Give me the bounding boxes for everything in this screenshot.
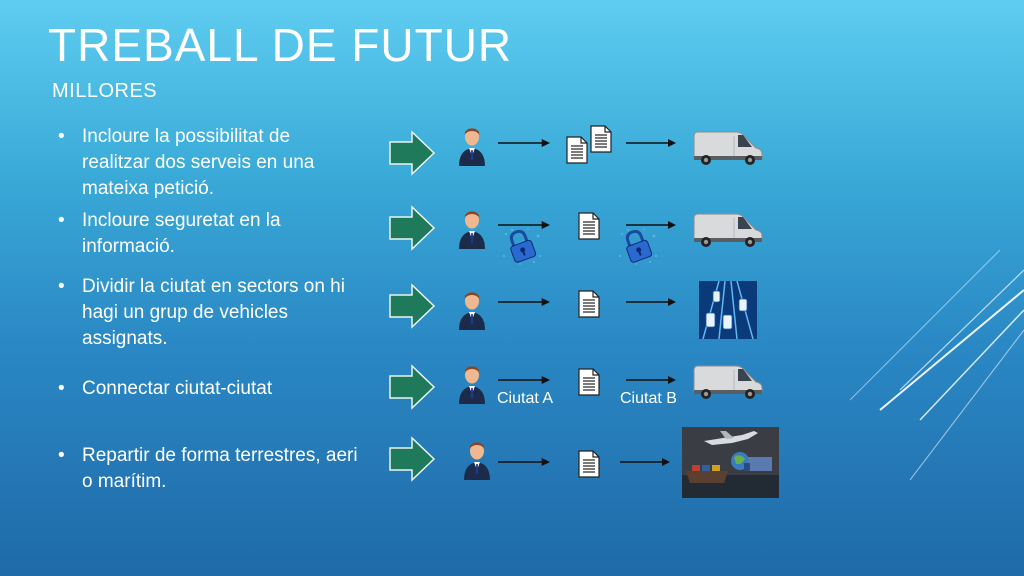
van-icon (692, 364, 764, 400)
bullet-item: • Incloure seguretat en la informació. (58, 208, 338, 260)
document-icon (566, 136, 588, 164)
bullet-marker: • (58, 126, 65, 147)
transport-modes-icon (682, 427, 779, 498)
van-icon (692, 130, 764, 166)
van-icon (692, 212, 764, 248)
bullet-item: • Incloure la possibilitat de realitzar … (58, 124, 358, 202)
bullet-item: • Repartir de forma terrestres, aeri o m… (58, 443, 368, 495)
bullet-text: Dividir la ciutat en sectors on hi hagi … (82, 276, 345, 349)
person-icon (457, 290, 487, 330)
green-arrow-icon (388, 283, 436, 329)
bullet-item: • Dividir la ciutat en sectors on hi hag… (58, 274, 368, 352)
arrow-line-icon (620, 457, 670, 467)
document-icon (590, 125, 612, 153)
bullet-marker: • (58, 378, 65, 399)
bullet-text: Repartir de forma terrestres, aeri o mar… (82, 445, 358, 492)
bullet-text: Incloure seguretat en la informació. (82, 210, 281, 257)
arrow-line-icon (498, 375, 550, 385)
person-icon (457, 126, 487, 166)
arrow-line-icon (626, 375, 676, 385)
bullet-item: • Connectar ciutat-ciutat (58, 376, 358, 402)
green-arrow-icon (388, 205, 436, 251)
slide-title: TREBALL DE FUTUR (48, 19, 513, 71)
green-arrow-icon (388, 436, 436, 482)
arrow-line-icon (626, 138, 676, 148)
bullet-text: Connectar ciutat-ciutat (82, 378, 273, 399)
bullet-text: Incloure la possibilitat de realitzar do… (82, 126, 315, 199)
bullet-marker: • (58, 445, 65, 466)
arrow-line-icon (498, 138, 550, 148)
lock-icon (500, 226, 544, 266)
bullet-marker: • (58, 276, 65, 297)
arrow-line-icon (498, 297, 550, 307)
bullet-marker: • (58, 210, 65, 231)
document-icon (578, 368, 600, 396)
arrow-line-icon (626, 297, 676, 307)
arrow-line-icon (498, 457, 550, 467)
document-icon (578, 290, 600, 318)
green-arrow-icon (388, 364, 436, 410)
green-arrow-icon (388, 130, 436, 176)
person-icon (457, 364, 487, 404)
person-icon (462, 440, 492, 480)
lock-icon (616, 226, 660, 266)
road-vehicles-icon (699, 281, 757, 339)
document-icon (578, 450, 600, 478)
city-b-label: Ciutat B (620, 390, 677, 407)
document-icon (578, 212, 600, 240)
city-a-label: Ciutat A (497, 390, 554, 407)
decorative-lines (850, 249, 1024, 480)
slide-subtitle: MILLORES (52, 80, 158, 102)
person-icon (457, 209, 487, 249)
